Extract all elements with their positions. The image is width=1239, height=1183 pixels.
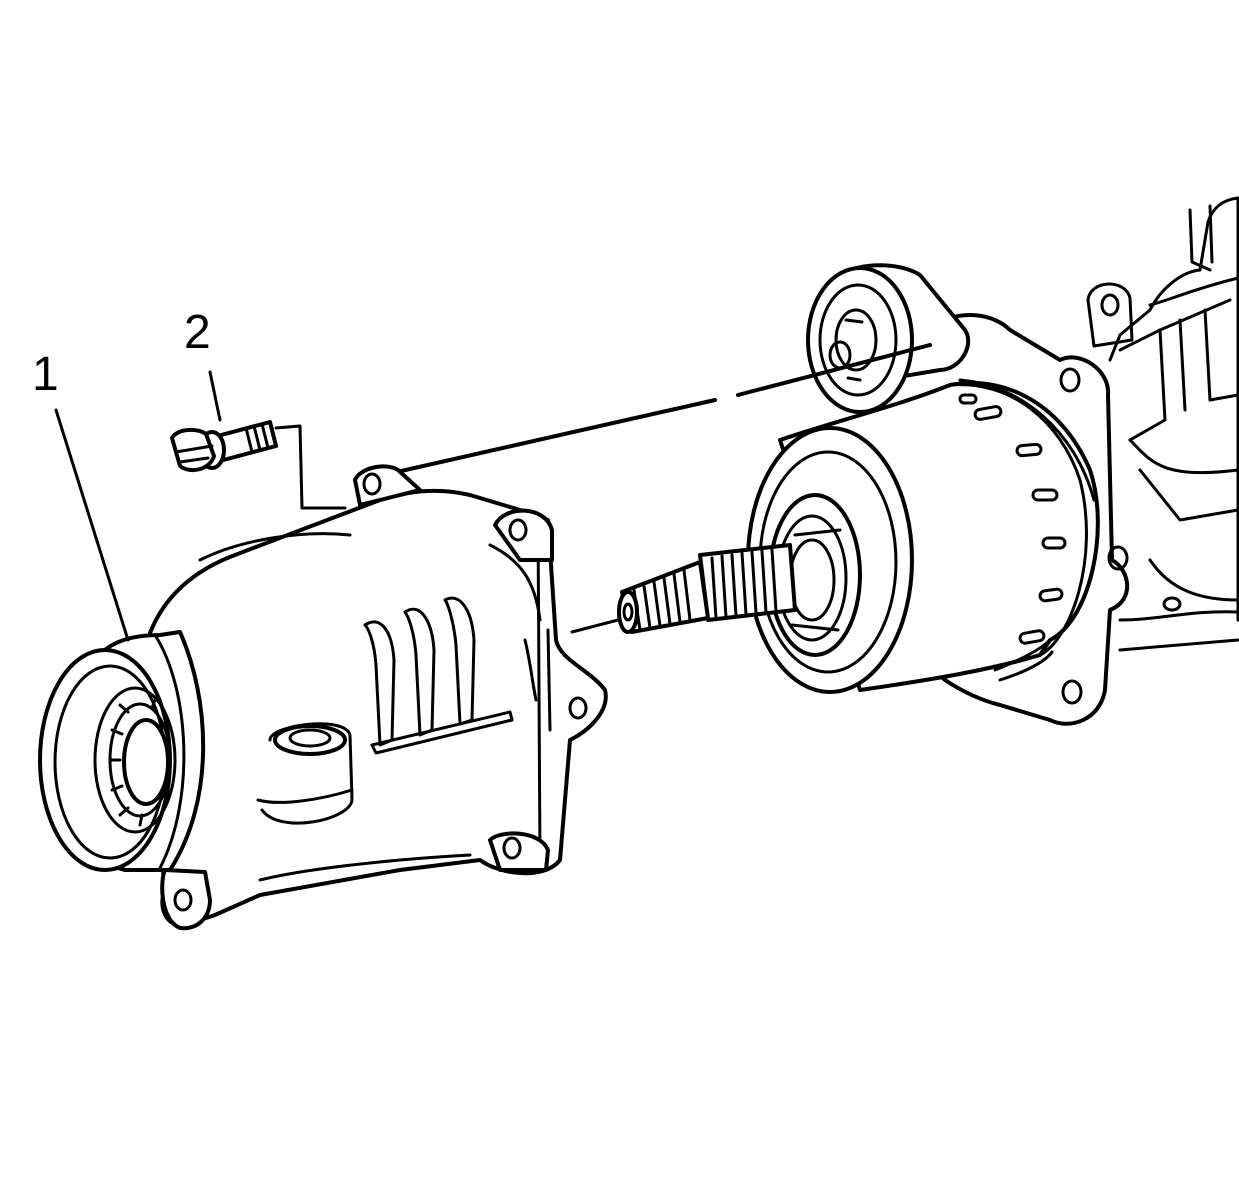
callout-2-label: 2 [184, 306, 211, 359]
transmission-housing [746, 196, 1239, 726]
bearing-rollers [108, 698, 157, 827]
output-shaft [617, 543, 797, 634]
shaft-threads [632, 568, 692, 632]
bolt-icon [170, 420, 278, 473]
callout-1-label: 1 [32, 348, 59, 401]
callout-1-leader [54, 408, 130, 642]
extension-housing [38, 464, 608, 931]
shaft-splines [710, 548, 778, 620]
drum-slots [958, 393, 1067, 645]
callout-2-leader [208, 370, 222, 422]
alignment-lines [274, 343, 932, 634]
housing-ribs [363, 596, 514, 755]
bolt-threads [244, 422, 270, 454]
